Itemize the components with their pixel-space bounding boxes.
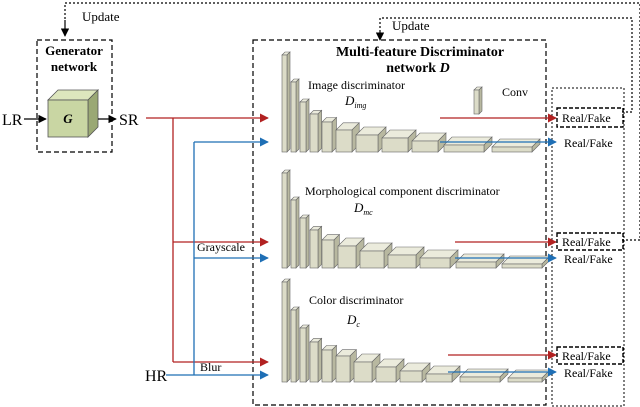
output-label-6: Real/Fake [564, 366, 613, 380]
red-paths [146, 113, 557, 367]
output-labels: Real/Fake Real/Fake Real/Fake Real/Fake … [556, 107, 624, 380]
update-label-top: Update [82, 9, 120, 24]
discriminator-title-symbol: D [439, 61, 450, 76]
blur-label: Blur [200, 360, 221, 374]
discriminator-title-2: network D [386, 61, 449, 76]
discriminator-title: Multi-feature Discriminator [336, 45, 504, 60]
conv-label: Conv [502, 85, 528, 99]
update-label-mid: Update [392, 18, 430, 33]
conv-block-0-0 [281, 51, 291, 153]
output-label-1: Real/Fake [562, 111, 611, 125]
conv-block-2-8 [399, 362, 431, 383]
conv-block-0-7 [381, 129, 417, 153]
conv-block-2-2 [299, 324, 310, 383]
disc-symbol-2-sub: c [356, 320, 360, 329]
conv-block-1-7 [387, 246, 425, 269]
conv-block-1-1 [290, 196, 300, 269]
conv-block-1-9 [455, 253, 505, 269]
conv-block-1-0 [281, 169, 291, 269]
discriminator-network-box [252, 39, 547, 406]
conv-legend-block [473, 86, 483, 115]
blue-paths [166, 137, 557, 380]
disc-symbol-0: Dimg [344, 93, 366, 110]
conv-block-2-3 [309, 337, 323, 383]
conv-block-1-4 [321, 233, 341, 269]
update-path-outer [64, 2, 640, 241]
generator-title-2: network [51, 59, 98, 74]
generator-cube [47, 89, 99, 138]
conv-block-2-7 [375, 358, 405, 383]
disc-name-2: Color discriminator [309, 293, 403, 307]
output-box [551, 87, 625, 407]
disc-symbol-2-main: D [346, 312, 357, 327]
disc-symbol-0-main: D [344, 93, 355, 108]
sr-label: SR [119, 112, 139, 129]
output-label-2: Real/Fake [564, 136, 613, 150]
conv-block-1-6 [359, 242, 393, 269]
grayscale-label: Grayscale [197, 240, 245, 254]
conv-block-1-8 [419, 249, 459, 269]
conv-block-2-0 [281, 278, 291, 383]
disc-symbol-1-main: D [353, 200, 364, 215]
conv-block-0-2 [299, 98, 310, 153]
discriminator-title-network: network [386, 61, 439, 76]
conv-block-2-4 [321, 344, 338, 383]
conv-block-1-2 [299, 214, 310, 269]
generator-symbol: G [63, 111, 73, 126]
output-box-sr-2 [556, 232, 624, 251]
conv-block-2-9 [425, 365, 461, 383]
conv-block-2-5 [335, 348, 358, 383]
conv-block-2-1 [290, 306, 300, 383]
disc-symbol-1-sub: mc [363, 208, 373, 217]
hr-label: HR [145, 368, 168, 385]
conv-block-2-10 [459, 368, 509, 383]
conv-block-0-4 [321, 116, 338, 153]
generator-title: Generator [45, 43, 103, 58]
update-path-inner [379, 17, 633, 113]
disc-name-1: Morphological component discriminator [305, 184, 500, 198]
output-box-sr-1 [556, 107, 624, 128]
conv-block-1-3 [309, 225, 323, 269]
generator-network-box [36, 39, 113, 153]
output-box-sr-3 [556, 346, 624, 365]
conv-block-0-6 [355, 126, 387, 153]
disc-symbol-0-sub: img [354, 101, 366, 110]
conv-block-0-10 [491, 138, 541, 153]
conv-stacks [281, 51, 551, 383]
conv-block-0-1 [290, 78, 300, 153]
lr-label: LR [2, 112, 23, 129]
disc-name-0: Image discriminator [308, 78, 405, 92]
output-label-5: Real/Fake [562, 349, 611, 363]
output-label-4: Real/Fake [564, 252, 613, 266]
conv-block-0-9 [443, 136, 493, 153]
disc-symbol-1: Dmc [353, 200, 373, 217]
output-label-3: Real/Fake [562, 235, 611, 249]
conv-block-0-3 [309, 109, 323, 153]
disc-symbol-2: Dc [346, 312, 360, 329]
